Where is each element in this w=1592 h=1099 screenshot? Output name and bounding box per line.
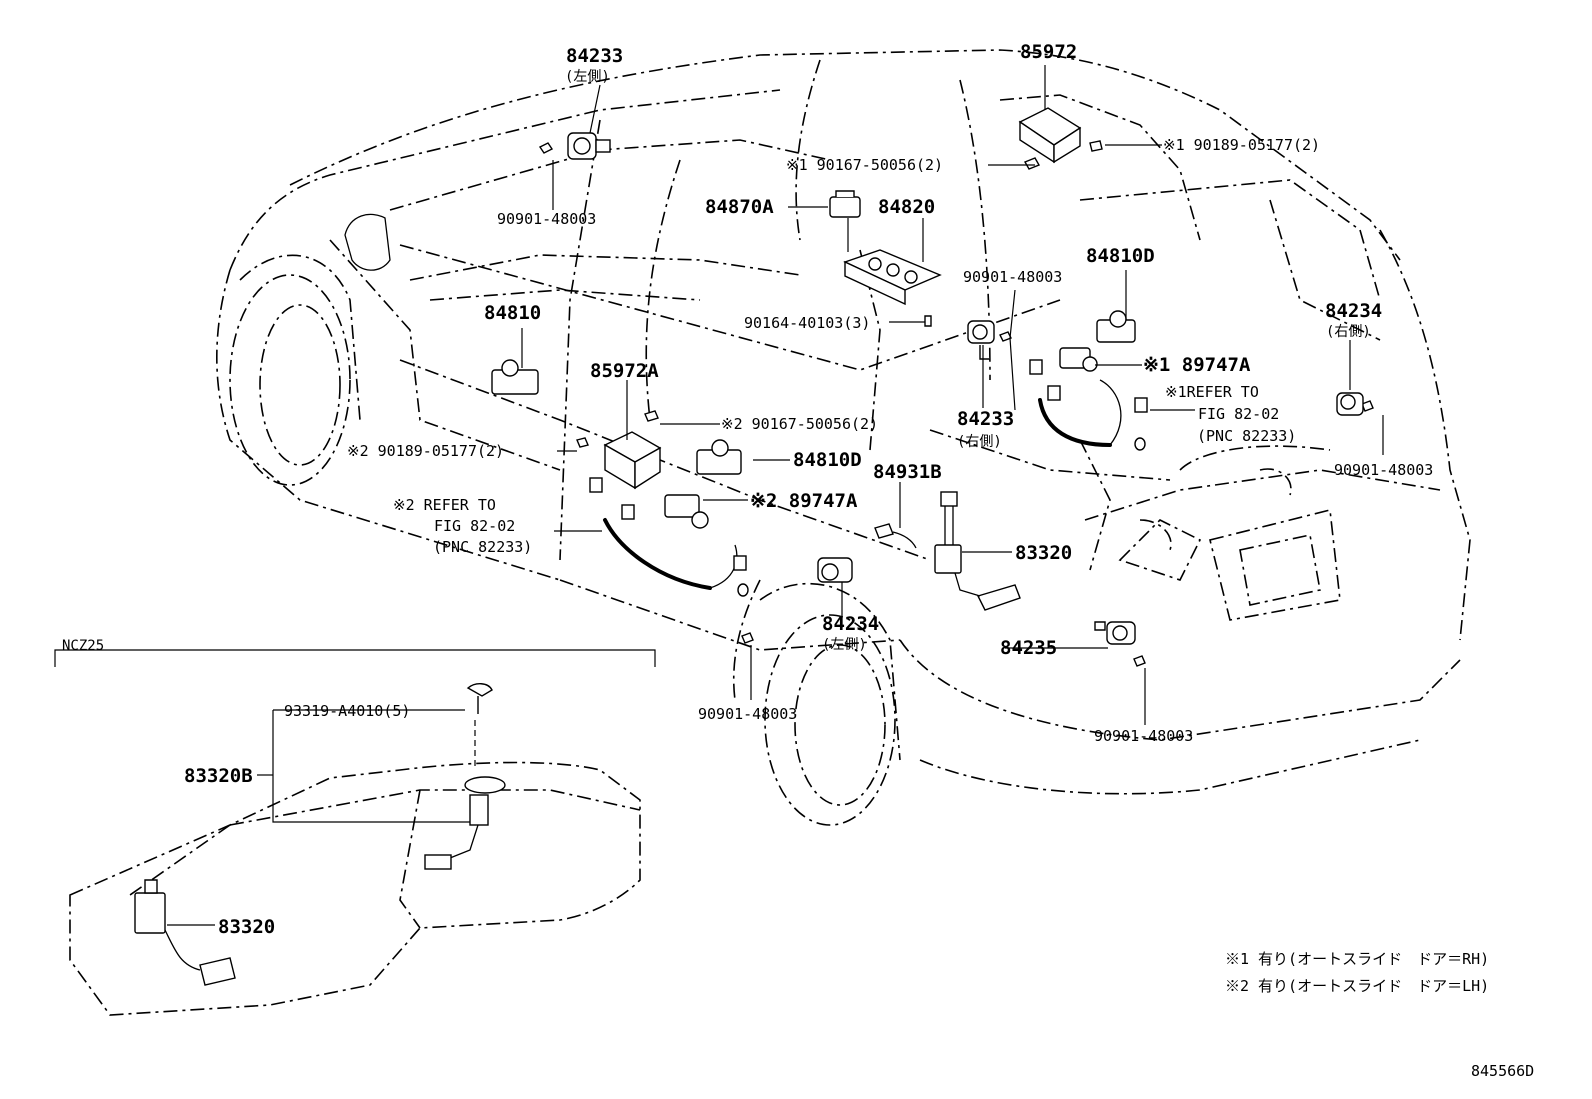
label-84234-right-side: (右側) [1326, 324, 1371, 340]
part-84234-right [1336, 392, 1364, 416]
label-84233-left: 84233 [566, 45, 623, 67]
part-84810D-right [1096, 310, 1136, 343]
note-2: ※2 有り(オートスライド ドア＝LH) [1225, 977, 1489, 995]
diagram-id: 845566D [1471, 1062, 1534, 1080]
part-84870A [829, 190, 861, 218]
label-84810D-right: 84810D [1086, 245, 1155, 267]
part-89747A-right [1029, 347, 1148, 451]
label-s1-89747A: ※1 89747A [1143, 354, 1251, 376]
part-84233-right [967, 320, 995, 360]
part-84233-left [567, 132, 611, 160]
part-84235 [1094, 621, 1136, 645]
label-90901-d: 90901-48003 [698, 705, 797, 723]
label-84810: 84810 [484, 302, 541, 324]
label-ncz25: NCZ25 [62, 638, 104, 654]
label-s1-90167: ※1 90167-50056(2) [786, 156, 943, 174]
parts [54, 107, 1374, 1016]
label-84234-right: 84234 [1325, 300, 1382, 322]
label-84234-left-side: (左側) [822, 637, 867, 653]
label-83320-b: 83320 [218, 916, 275, 938]
label-s1-refer-3: (PNC 82233) [1197, 427, 1296, 445]
part-84820 [843, 249, 942, 306]
label-84233-right-side: (右側) [957, 434, 1002, 450]
label-85972A: 85972A [590, 360, 659, 382]
label-s1-90189: ※1 90189-05177(2) [1163, 136, 1320, 154]
label-84234-left: 84234 [822, 613, 879, 635]
label-93319: 93319-A4010(5) [284, 702, 410, 720]
bolt-icons [466, 140, 1374, 714]
label-84233-right: 84233 [957, 408, 1014, 430]
label-83320-a: 83320 [1015, 542, 1072, 564]
label-90901-a: 90901-48003 [497, 210, 596, 228]
label-83320B: 83320B [184, 765, 253, 787]
part-84810D-left [696, 439, 742, 475]
label-90901-c: 90901-48003 [1334, 461, 1433, 479]
label-84870A: 84870A [705, 196, 774, 218]
part-84931B [874, 523, 917, 549]
label-90164: 90164-40103(3) [744, 314, 870, 332]
part-84810 [491, 359, 539, 395]
label-s1-refer-1: ※1REFER TO [1165, 383, 1259, 401]
label-85972: 85972 [1020, 41, 1077, 63]
label-s2-refer-3: (PNC 82233) [433, 538, 532, 556]
label-s2-90167: ※2 90167-50056(2) [721, 415, 878, 433]
label-84931B: 84931B [873, 461, 942, 483]
label-s2-90189: ※2 90189-05177(2) [347, 442, 504, 460]
part-85972 [1018, 107, 1082, 164]
part-84234-left [817, 557, 853, 583]
label-84810D-left: 84810D [793, 449, 862, 471]
leader-lines [167, 65, 1384, 926]
label-84235: 84235 [1000, 637, 1057, 659]
label-s2-89747A: ※2 89747A [750, 490, 858, 512]
label-90901-e: 90901-48003 [1094, 727, 1193, 745]
label-84820: 84820 [878, 196, 935, 218]
note-1: ※1 有り(オートスライド ドア＝RH) [1225, 950, 1489, 968]
inset-ncz25 [54, 649, 656, 1016]
label-s2-refer-2: FIG 82-02 [434, 517, 515, 535]
label-84233-left-side: (左側) [565, 69, 610, 85]
label-s1-refer-2: FIG 82-02 [1198, 405, 1279, 423]
part-83320 [934, 491, 1021, 611]
part-89747A-left [589, 477, 749, 597]
labels: 84233 (左側) 85972 ※1 90167-50056(2) ※1 90… [62, 41, 1534, 1080]
label-90901-b: 90901-48003 [963, 268, 1062, 286]
part-85972A [603, 431, 662, 490]
label-s2-refer-1: ※2 REFER TO [393, 496, 496, 514]
